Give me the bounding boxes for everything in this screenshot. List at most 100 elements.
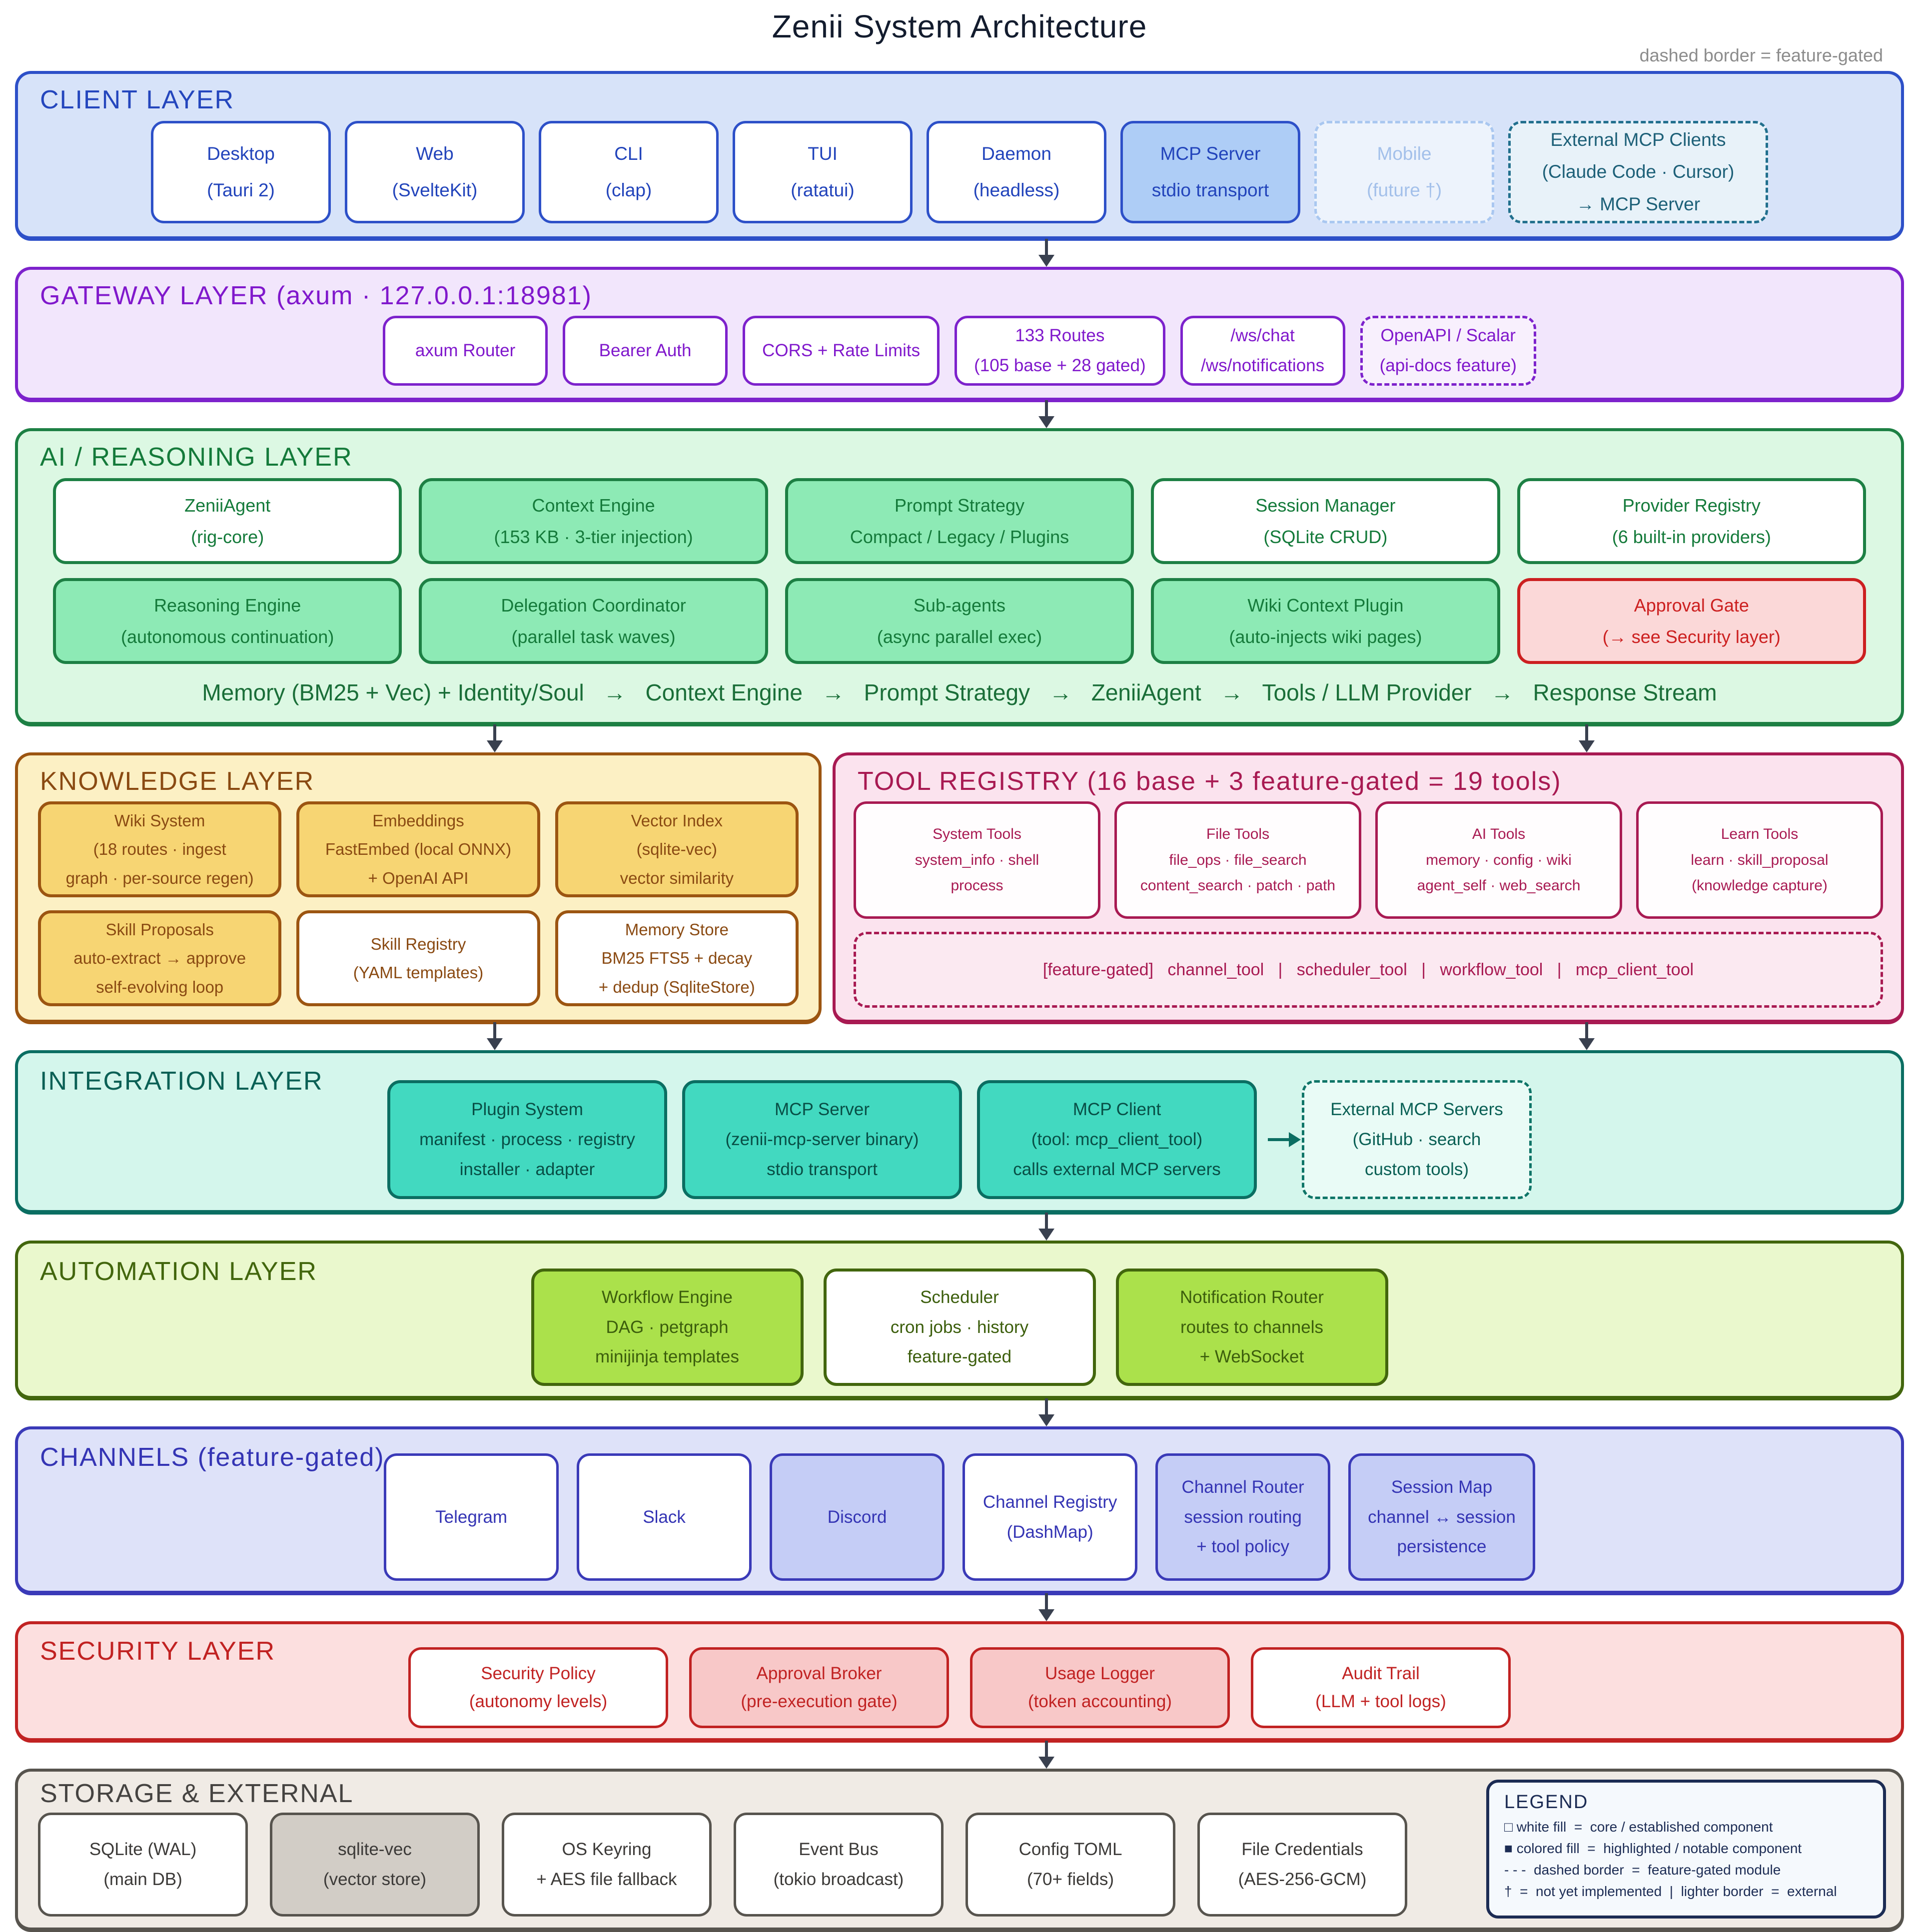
box-feature-gated-tools: [feature-gated] channel_tool | scheduler… [854,932,1883,1008]
legend-line-dagger: † = not yet implemented | lighter border… [1504,1884,1837,1899]
page-header: Zenii System Architecture dashed border … [0,0,1919,71]
arrow-mcp-client-to-external [1268,1132,1301,1147]
box-sqlite-vec: sqlite-vec(vector store) [270,1813,480,1917]
box-bearer-auth: Bearer Auth [563,316,728,386]
feature-gated-note: dashed border = feature-gated [1639,45,1883,65]
box-vector-index: Vector Index(sqlite-vec)vector similarit… [555,801,799,897]
ai-row-1: ZeniiAgent(rig-core) Context Engine(153 … [18,475,1901,564]
box-approval-broker: Approval Broker(pre-execution gate) [689,1647,949,1728]
box-web: Web(SvelteKit) [345,121,525,223]
box-sqlite-wal: SQLite (WAL)(main DB) [38,1813,248,1917]
box-slack: Slack [577,1453,752,1581]
box-audit-trail: Audit Trail(LLM + tool logs) [1251,1647,1511,1728]
box-websockets: /ws/chat/ws/notifications [1180,316,1345,386]
legend: LEGEND □ white fill = core / established… [1486,1780,1886,1919]
box-mobile: Mobile(future †) [1314,121,1494,223]
gateway-layer: GATEWAY LAYER (axum · 127.0.0.1:18981) a… [15,267,1904,402]
box-tui: TUI(ratatui) [733,121,913,223]
box-reasoning-engine: Reasoning Engine(autonomous continuation… [52,578,402,664]
integration-layer-title: INTEGRATION LAYER [40,1067,323,1096]
arrow-gap-gateway-ai [15,400,1904,428]
box-session-manager: Session Manager(SQLite CRUD) [1151,478,1500,564]
mid-band: KNOWLEDGE LAYER Wiki System(18 routes · … [15,752,1904,1024]
client-layer-title: CLIENT LAYER [40,85,235,114]
box-cli: CLI(clap) [539,121,719,223]
legend-title: LEGEND [1504,1792,1589,1813]
storage-layer: STORAGE & EXTERNAL SQLite (WAL)(main DB)… [15,1769,1904,1932]
box-provider-registry: Provider Registry(6 built-in providers) [1517,478,1867,564]
box-discord: Discord [770,1453,945,1581]
client-layer: CLIENT LAYER Desktop(Tauri 2) Web(Svelte… [15,71,1904,241]
security-row: Security Policy(autonomy levels) Approva… [18,1624,1901,1738]
box-openapi-scalar: OpenAPI / Scalar(api-docs feature) [1360,316,1536,386]
arrow-gap-client-gateway [15,239,1904,267]
ai-layer-title: AI / REASONING LAYER [40,443,353,472]
box-external-mcp-clients: External MCP Clients(Claude Code · Curso… [1508,121,1768,223]
knowledge-layer-title: KNOWLEDGE LAYER [40,767,315,796]
ai-reasoning-layer: AI / REASONING LAYER ZeniiAgent(rig-core… [15,428,1904,726]
channels-layer-title: CHANNELS (feature-gated) [40,1443,385,1472]
box-event-bus: Event Bus(tokio broadcast) [734,1813,944,1917]
box-zenii-agent: ZeniiAgent(rig-core) [52,478,402,564]
box-approval-gate: Approval Gate(→ see Security layer) [1517,578,1867,664]
channels-layer: CHANNELS (feature-gated) Telegram Slack … [15,1426,1904,1595]
box-cors-rate-limits: CORS + Rate Limits [743,316,940,386]
knowledge-layer: KNOWLEDGE LAYER Wiki System(18 routes · … [15,752,822,1024]
arrow-gap-automation-channels [15,1398,1904,1426]
legend-line-white-fill: □ white fill = core / established compon… [1504,1819,1773,1835]
box-security-policy: Security Policy(autonomy levels) [408,1647,668,1728]
automation-layer-title: AUTOMATION LAYER [40,1257,317,1286]
gateway-layer-title: GATEWAY LAYER (axum · 127.0.0.1:18981) [40,281,592,310]
box-axum-router: axum Router [383,316,548,386]
ai-pipeline-flow: Memory (BM25 + Vec) + Identity/Soul → Co… [202,679,1717,705]
ai-row-2: Reasoning Engine(autonomous continuation… [18,564,1901,664]
arrow-gap-mid-integration [15,1022,1904,1050]
box-context-engine: Context Engine(153 KB · 3-tier injection… [419,478,768,564]
box-channel-registry: Channel Registry(DashMap) [962,1453,1138,1581]
box-config-toml: Config TOML(70+ fields) [965,1813,1175,1917]
box-mcp-client: MCP Client(tool: mcp_client_tool)calls e… [977,1080,1257,1199]
legend-line-colored-fill: ■ colored fill = highlighted / notable c… [1504,1841,1802,1856]
security-layer: SECURITY LAYER Security Policy(autonomy … [15,1621,1904,1743]
page-title: Zenii System Architecture [772,8,1147,44]
box-desktop: Desktop(Tauri 2) [151,121,331,223]
box-daemon: Daemon(headless) [927,121,1106,223]
box-usage-logger: Usage Logger(token accounting) [970,1647,1230,1728]
box-mcp-server-integration: MCP Server(zenii-mcp-server binary)stdio… [682,1080,962,1199]
security-layer-title: SECURITY LAYER [40,1637,276,1666]
box-telegram: Telegram [384,1453,559,1581]
box-sub-agents: Sub-agents(async parallel exec) [785,578,1134,664]
box-routes: 133 Routes(105 base + 28 gated) [955,316,1165,386]
arrow-gap-ai-mid [15,724,1904,752]
tool-registry-title: TOOL REGISTRY (16 base + 3 feature-gated… [858,767,1562,796]
arrow-gap-security-storage [15,1741,1904,1769]
gateway-row: axum Router Bearer Auth CORS + Rate Limi… [18,314,1901,386]
box-file-credentials: File Credentials(AES-256-GCM) [1197,1813,1407,1917]
arrow-gap-channels-security [15,1593,1904,1621]
box-os-keyring: OS Keyring+ AES file fallback [502,1813,712,1917]
box-skill-registry: Skill Registry(YAML templates) [296,910,540,1006]
tool-registry-layer: TOOL REGISTRY (16 base + 3 feature-gated… [833,752,1904,1024]
channels-row: Telegram Slack Discord Channel Registry(… [18,1429,1901,1591]
